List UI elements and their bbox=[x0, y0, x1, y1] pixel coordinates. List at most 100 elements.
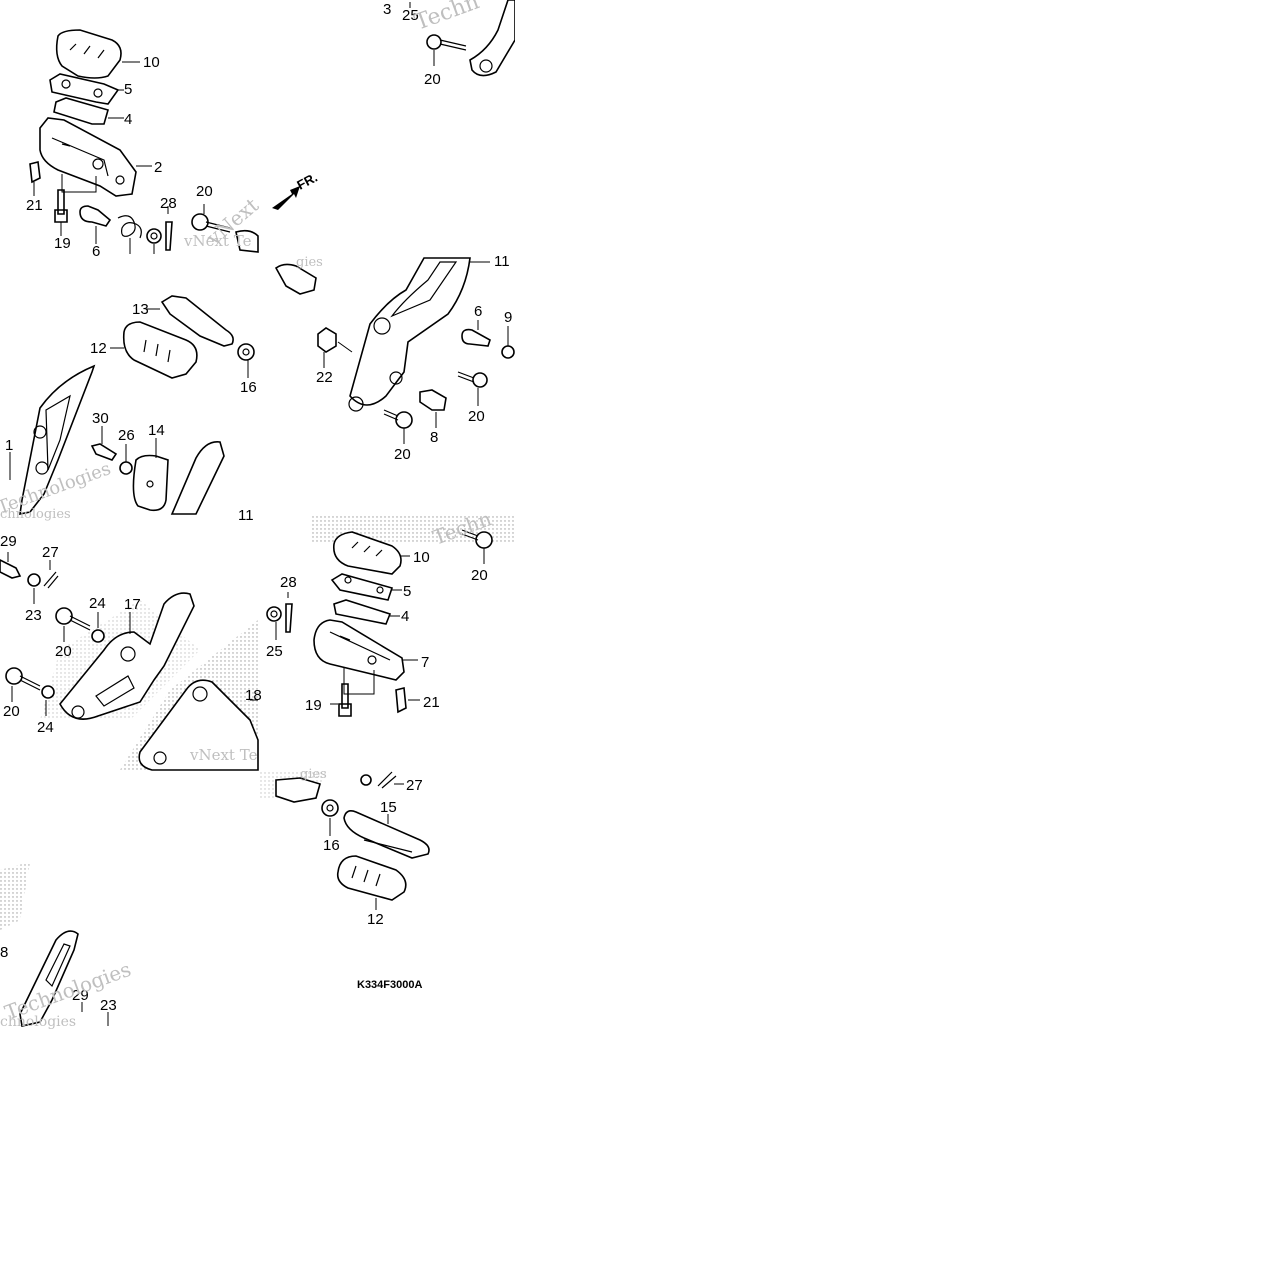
halftone-backgrounds bbox=[0, 516, 515, 930]
panel-front-left-footpeg bbox=[29, 0, 516, 254]
callout: 28 bbox=[160, 195, 177, 212]
panel-bottom-left bbox=[19, 930, 109, 1027]
callout: 5 bbox=[124, 81, 132, 98]
callout: 20 bbox=[424, 71, 441, 88]
plate-4-right bbox=[333, 599, 392, 625]
bolt-19-right bbox=[338, 683, 352, 717]
peg-bar-13 bbox=[160, 295, 234, 347]
callout: 29 bbox=[72, 987, 89, 1004]
bolt-head-20-right bbox=[472, 372, 488, 388]
bolt-21 bbox=[29, 161, 41, 184]
callout: 14 bbox=[148, 422, 165, 439]
callout: 9 bbox=[504, 309, 512, 326]
callout: 29 bbox=[0, 533, 17, 550]
callout: 20 bbox=[471, 567, 488, 584]
nut-9 bbox=[501, 345, 515, 359]
callout: 10 bbox=[143, 54, 160, 71]
bolt-21-right bbox=[395, 686, 407, 714]
bracket-lower-left bbox=[19, 930, 79, 1027]
collar-8 bbox=[419, 389, 447, 411]
washer-24-d2 bbox=[41, 685, 55, 699]
callout: 8 bbox=[0, 944, 8, 961]
washer-23 bbox=[27, 573, 41, 587]
bolt-sleeve bbox=[274, 263, 317, 295]
panel-right-footpeg bbox=[266, 529, 493, 717]
callout: 20 bbox=[55, 643, 72, 660]
pillion-bracket-1 bbox=[19, 364, 96, 516]
watermark: vNext Te bbox=[183, 232, 252, 250]
callout: 3 bbox=[383, 1, 391, 18]
footpeg-rubber-10 bbox=[55, 29, 122, 79]
washer-26 bbox=[119, 461, 133, 475]
callout: 11 bbox=[238, 507, 254, 524]
bracket-edge-f bbox=[275, 777, 321, 803]
callout: 20 bbox=[468, 408, 485, 425]
drawing-code: K334F3000A bbox=[357, 979, 422, 991]
spring bbox=[117, 215, 142, 239]
callout: 20 bbox=[394, 446, 411, 463]
washer-16 bbox=[237, 343, 255, 361]
pin-6-right bbox=[461, 328, 491, 347]
callout: 4 bbox=[124, 111, 132, 128]
callout: 30 bbox=[92, 410, 109, 427]
callout: 28 bbox=[280, 574, 297, 591]
callout: 17 bbox=[124, 596, 141, 613]
bolt-29 bbox=[0, 559, 22, 579]
callout: 21 bbox=[423, 694, 440, 711]
watermark: vNext Te bbox=[189, 746, 258, 764]
callout: 1 bbox=[5, 437, 13, 454]
callout-labels: 10 5 4 2 21 19 6 28 20 3 25 20 13 12 16 … bbox=[0, 1, 512, 1014]
bracket-11-partial bbox=[170, 441, 225, 515]
bolt-30 bbox=[90, 443, 118, 461]
callout: 12 bbox=[367, 911, 384, 928]
plate-5 bbox=[49, 73, 120, 105]
washer-25-right bbox=[266, 606, 282, 622]
washer-25 bbox=[146, 228, 162, 244]
bracket-11 bbox=[349, 257, 471, 406]
callout: 4 bbox=[401, 608, 409, 625]
callout: 10 bbox=[413, 549, 430, 566]
bracket-17 bbox=[59, 592, 195, 720]
callout: 12 bbox=[90, 340, 107, 357]
callout: 22 bbox=[316, 369, 333, 386]
washer-24-d1 bbox=[91, 629, 105, 643]
callout: 6 bbox=[92, 243, 100, 260]
plate-14 bbox=[132, 454, 169, 512]
washer-16-right bbox=[321, 799, 339, 817]
callout: 13 bbox=[132, 301, 149, 318]
footpeg-rubber-12-right bbox=[336, 855, 407, 901]
bolt-head-20-lower bbox=[395, 411, 413, 429]
nut-22 bbox=[317, 327, 337, 353]
panel-left-pillion-peg bbox=[9, 295, 255, 516]
callout: 6 bbox=[474, 303, 482, 320]
watermark: gies bbox=[300, 767, 327, 782]
bolt-19 bbox=[54, 189, 68, 223]
watermark: chnologies bbox=[0, 507, 71, 522]
cotter-28-right bbox=[285, 603, 293, 633]
callout: 16 bbox=[240, 379, 257, 396]
plate-4 bbox=[53, 97, 109, 125]
footpeg-rubber-12 bbox=[122, 321, 198, 379]
bolt-head-20-d1 bbox=[55, 607, 73, 625]
cotter-27 bbox=[43, 571, 59, 589]
callout: 2 bbox=[154, 159, 162, 176]
callout: 25 bbox=[402, 7, 419, 24]
callout: 26 bbox=[118, 427, 135, 444]
callout: 20 bbox=[3, 703, 20, 720]
bracket-edge bbox=[235, 229, 259, 253]
footpeg-bracket-2 bbox=[39, 117, 137, 197]
callout: 16 bbox=[323, 837, 340, 854]
callout: 24 bbox=[37, 719, 54, 736]
watermark: chnologies bbox=[0, 1014, 76, 1030]
cotter-pin-28 bbox=[165, 221, 173, 251]
callout: 19 bbox=[54, 235, 71, 252]
callout: 20 bbox=[196, 183, 213, 200]
callout: 24 bbox=[89, 595, 106, 612]
panel-right-bracket bbox=[274, 257, 515, 444]
footpeg-bracket-7 bbox=[313, 619, 405, 681]
panel-right-pillion-peg bbox=[275, 771, 430, 910]
callout: 27 bbox=[406, 777, 423, 794]
callout: 21 bbox=[26, 197, 43, 214]
callout: 23 bbox=[100, 997, 117, 1014]
